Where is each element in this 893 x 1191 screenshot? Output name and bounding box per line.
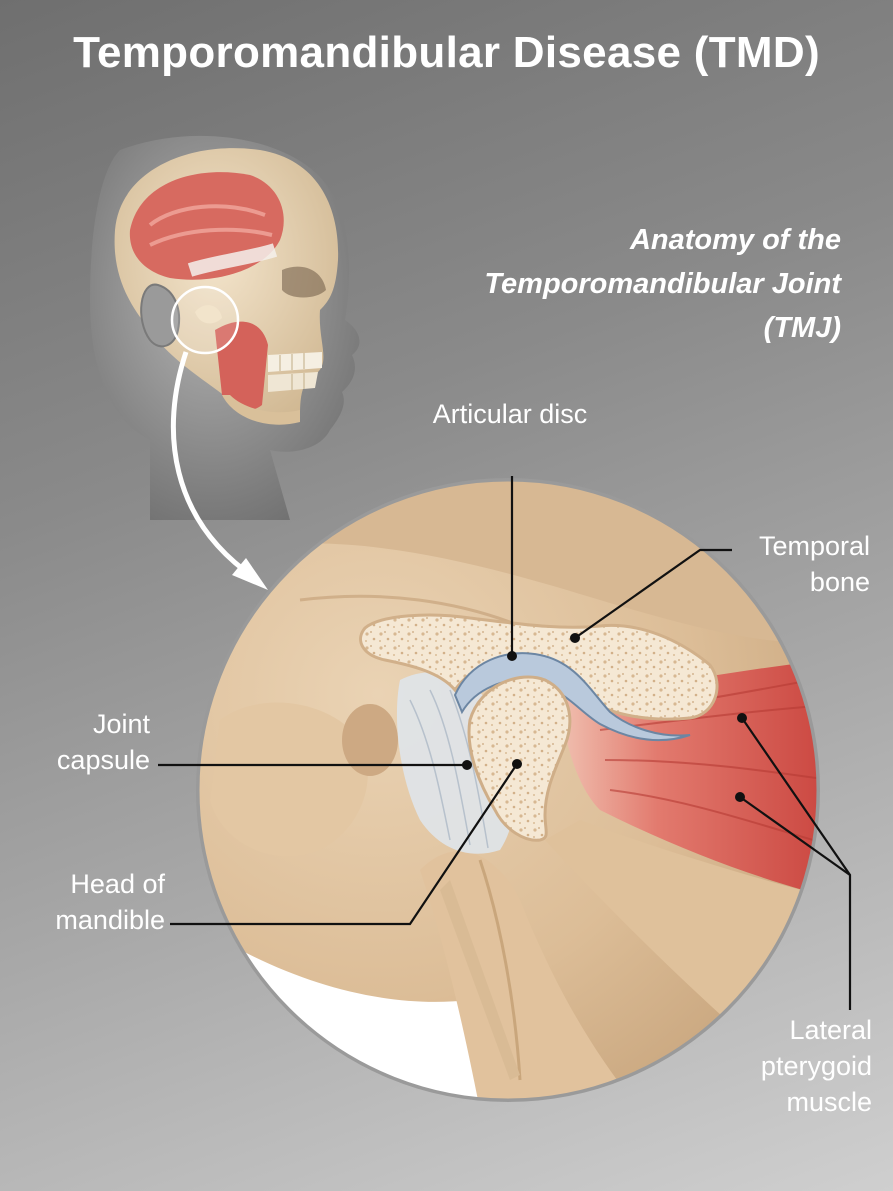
label-temporal-bone: Temporal bone bbox=[758, 531, 870, 597]
leader-temporal-bone bbox=[574, 548, 732, 639]
label-articular-disc: Articular disc bbox=[432, 399, 588, 429]
leader-head-of-mandible bbox=[170, 763, 518, 926]
leader-articular-disc-dot bbox=[507, 651, 517, 661]
leader-joint-capsule-dot bbox=[462, 760, 472, 770]
leader-lateral-pterygoid-2 bbox=[739, 796, 851, 876]
magnified-joint-view bbox=[196, 478, 820, 1102]
leader-head-of-mandible-dot bbox=[512, 759, 522, 769]
page-title: Temporomandibular Disease (TMD) bbox=[73, 28, 820, 77]
label-lateral-pterygoid-muscle: Lateral pterygoid muscle bbox=[760, 1015, 872, 1117]
head-silhouette bbox=[90, 135, 360, 520]
leader-lateral-pterygoid-dot-1 bbox=[737, 713, 747, 723]
label-joint-capsule: Joint capsule bbox=[56, 709, 150, 775]
leader-temporal-bone-dot bbox=[570, 633, 580, 643]
leader-lines bbox=[158, 476, 852, 1010]
subtitle: Anatomy of the Temporomandibular Joint (… bbox=[484, 224, 841, 344]
zoom-arrow bbox=[170, 351, 268, 590]
leader-lateral-pterygoid-dot-2 bbox=[735, 792, 745, 802]
label-head-of-mandible: Head of mandible bbox=[55, 869, 165, 935]
